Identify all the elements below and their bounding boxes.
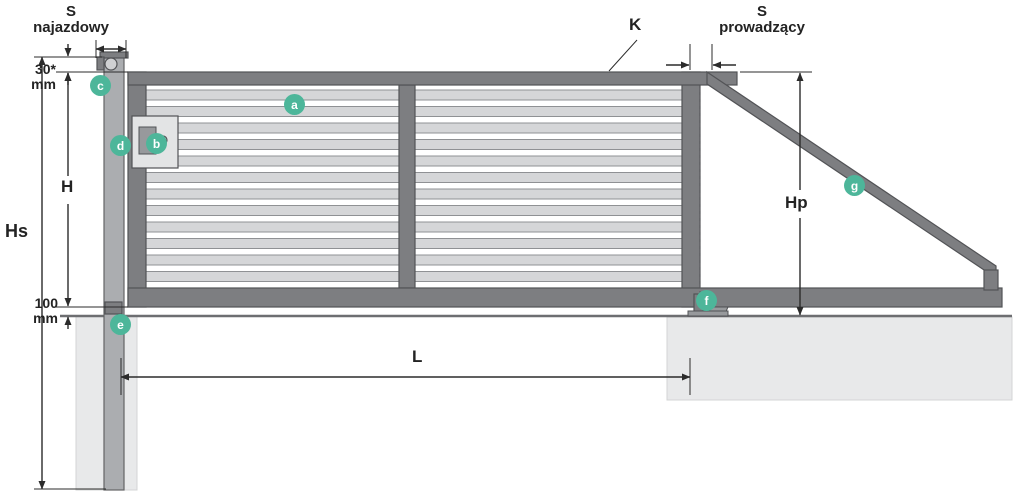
label-k: K	[629, 15, 642, 34]
label-offset-top: 30* mm	[10, 61, 56, 93]
label-offset-top-value: 30*	[34, 61, 56, 77]
label-offset-bottom-unit: mm	[33, 310, 58, 327]
right-foundation	[666, 316, 1013, 401]
marker-a: a	[284, 94, 305, 115]
marker-c: c	[90, 75, 111, 96]
label-h: H	[61, 177, 74, 196]
gate-left-stile	[127, 71, 147, 308]
bottom-rail	[127, 287, 1003, 308]
marker-d: d	[110, 135, 131, 156]
marker-b: b	[146, 133, 167, 154]
label-s-najazdowy-line1: S	[65, 3, 76, 20]
label-s-najazdowy-line2: najazdowy	[33, 19, 109, 37]
marker-f: f	[696, 290, 717, 311]
label-s-najazdowy: S najazdowy	[18, 3, 124, 37]
label-l: L	[412, 347, 423, 366]
bottom-guide-left	[104, 301, 123, 315]
left-post	[103, 56, 125, 491]
guide-plate	[687, 310, 729, 317]
label-s-prowadzacy: S prowadzący	[700, 3, 824, 37]
label-offset-top-unit: mm	[31, 76, 56, 93]
top-rail	[127, 71, 738, 86]
label-s-prowadzacy-line2: prowadzący	[719, 19, 805, 37]
top-roller-icon	[104, 57, 118, 71]
label-hs: Hs	[5, 221, 29, 241]
brace-end-post	[983, 269, 999, 291]
label-offset-bottom-value: 100	[34, 295, 58, 311]
marker-e: e	[110, 314, 131, 335]
catch-bracket	[96, 56, 105, 71]
label-s-prowadzacy-line1: S	[756, 3, 767, 20]
k-leader-line	[608, 39, 638, 72]
gate-right-stile	[681, 71, 701, 308]
label-hp: Hp	[785, 193, 808, 212]
label-offset-bottom: 100 mm	[14, 295, 58, 327]
gate-middle-stile	[398, 84, 416, 289]
marker-g: g	[844, 175, 865, 196]
